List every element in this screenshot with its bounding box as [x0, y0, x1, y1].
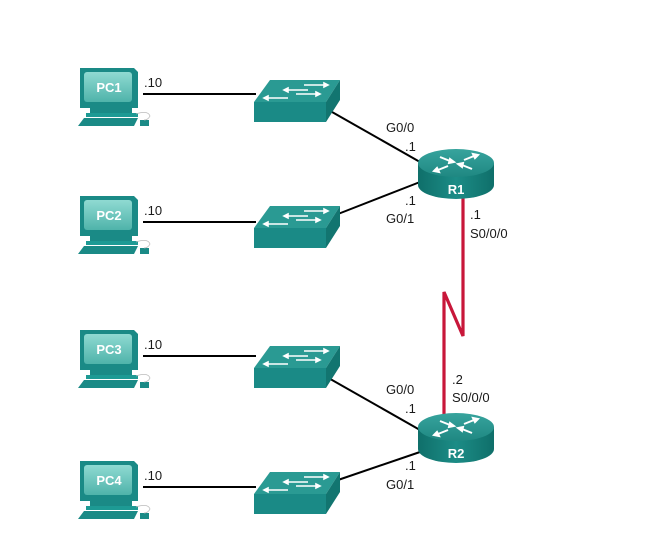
switch-S4[interactable] [253, 471, 341, 515]
pc-label: PC2 [96, 208, 121, 223]
r1-g00-port: G0/0 [386, 120, 414, 135]
r1-g00-ip: .1 [405, 139, 416, 154]
r1-s000-ip: .1 [470, 207, 481, 222]
pc-PC3[interactable]: PC3 [77, 329, 151, 389]
r2-s000-ip: .2 [452, 372, 463, 387]
r1-g01-port: G0/1 [386, 211, 414, 226]
router-label: R2 [448, 446, 465, 461]
pc1-ip-label: .10 [144, 75, 162, 90]
pc-label: PC1 [96, 80, 121, 95]
pc2-ip-label: .10 [144, 203, 162, 218]
r2-g01-port: G0/1 [386, 477, 414, 492]
router-R1[interactable]: R1 [417, 148, 495, 200]
pc-label: PC4 [96, 473, 122, 488]
switch-S3[interactable] [253, 345, 341, 389]
pc-PC4[interactable]: PC4 [77, 460, 151, 520]
router-R2[interactable]: R2 [417, 412, 495, 464]
r2-g01-ip: .1 [405, 458, 416, 473]
switch-S2[interactable] [253, 205, 341, 249]
r2-g00-port: G0/0 [386, 382, 414, 397]
link-s4-r2 [337, 451, 421, 481]
pc-PC2[interactable]: PC2 [77, 195, 151, 255]
router-label: R1 [448, 182, 465, 197]
serial-link-r1-r2 [442, 198, 465, 418]
r2-s000-port: S0/0/0 [452, 390, 490, 405]
ethernet-links [143, 93, 421, 488]
switch-S1[interactable] [253, 79, 341, 123]
pc-PC1[interactable]: PC1 [77, 67, 151, 127]
link-s1-r1 [324, 107, 421, 163]
r2-g00-ip: .1 [405, 401, 416, 416]
pc-label: PC3 [96, 342, 121, 357]
link-s2-r1 [337, 181, 421, 215]
pc4-ip-label: .10 [144, 468, 162, 483]
link-s3-r2 [324, 375, 421, 431]
r1-g01-ip: .1 [405, 193, 416, 208]
r1-s000-port: S0/0/0 [470, 226, 508, 241]
pc3-ip-label: .10 [144, 337, 162, 352]
